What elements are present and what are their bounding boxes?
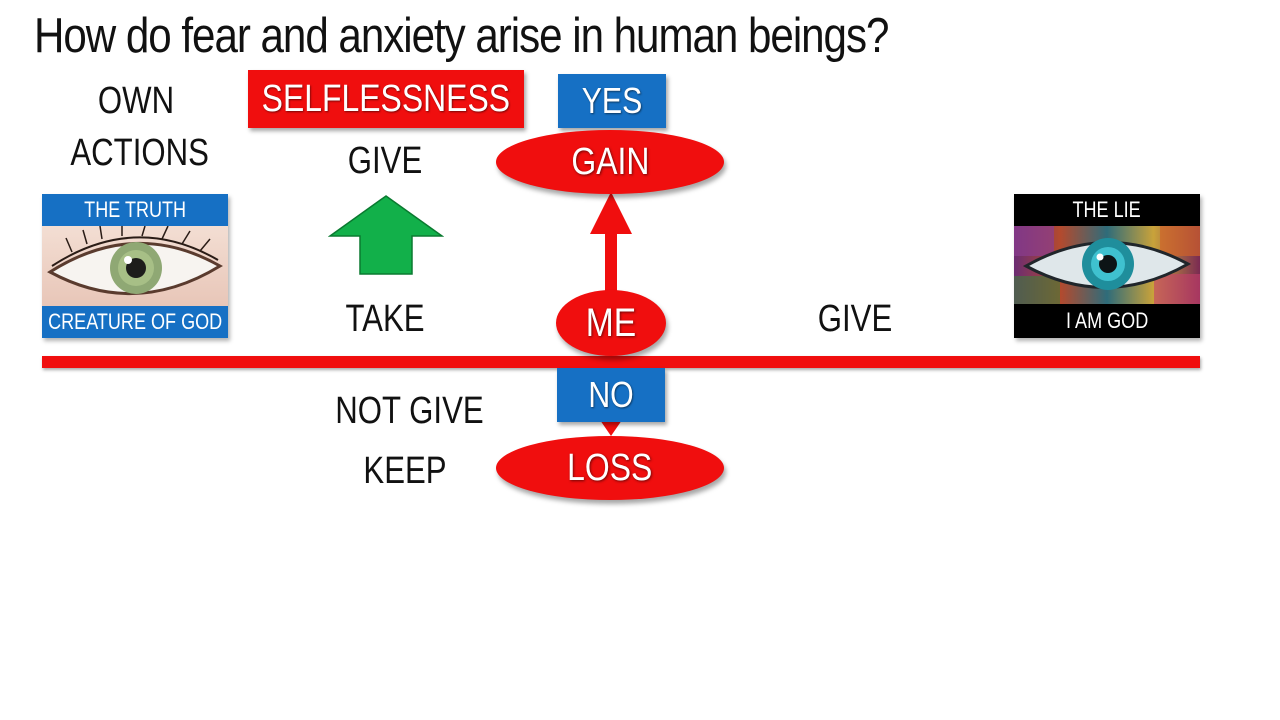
keep-label: KEEP xyxy=(363,450,447,492)
give-right-label: GIVE xyxy=(817,298,893,340)
me-label: ME xyxy=(585,300,637,345)
truth-card: THE TRUTH CREATURE OF GOD xyxy=(42,194,228,338)
yes-box: YES xyxy=(558,74,666,128)
truth-eye-image xyxy=(42,226,228,306)
green-up-arrow-icon xyxy=(328,195,444,275)
not-give-label: NOT GIVE xyxy=(335,390,484,432)
truth-card-title: THE TRUTH xyxy=(84,197,186,222)
give-top-label: GIVE xyxy=(347,140,423,182)
me-ellipse: ME xyxy=(556,290,666,356)
slide-title: How do fear and anxiety arise in human b… xyxy=(34,9,889,63)
horizontal-axis-line xyxy=(42,356,1200,368)
lie-card-footer: I AM GOD xyxy=(1014,304,1200,338)
gain-ellipse: GAIN xyxy=(496,130,724,194)
loss-label: LOSS xyxy=(567,446,653,489)
selflessness-box: SELFLESSNESS xyxy=(248,70,524,128)
no-box: NO xyxy=(557,368,665,422)
colorful-eye-icon xyxy=(1014,226,1200,304)
truth-card-subtitle: CREATURE OF GOD xyxy=(47,309,223,334)
down-arrow-to-loss xyxy=(600,420,622,436)
lie-card: THE LIE I AM GOD xyxy=(1014,194,1200,338)
lie-card-header: THE LIE xyxy=(1014,194,1200,226)
gain-label: GAIN xyxy=(570,140,650,183)
lie-card-subtitle: I AM GOD xyxy=(1065,308,1149,333)
take-label: TAKE xyxy=(345,298,425,340)
loss-ellipse: LOSS xyxy=(496,436,724,500)
yes-label: YES xyxy=(581,80,643,121)
selflessness-label: SELFLESSNESS xyxy=(261,77,511,120)
truth-card-footer: CREATURE OF GOD xyxy=(42,306,228,338)
green-eye-icon xyxy=(47,226,223,295)
lie-card-title: THE LIE xyxy=(1072,197,1142,222)
lie-eye-image xyxy=(1014,226,1200,304)
actions-label: ACTIONS xyxy=(70,132,209,174)
own-label: OWN xyxy=(97,80,175,122)
truth-card-header: THE TRUTH xyxy=(42,194,228,226)
no-label: NO xyxy=(588,374,634,415)
